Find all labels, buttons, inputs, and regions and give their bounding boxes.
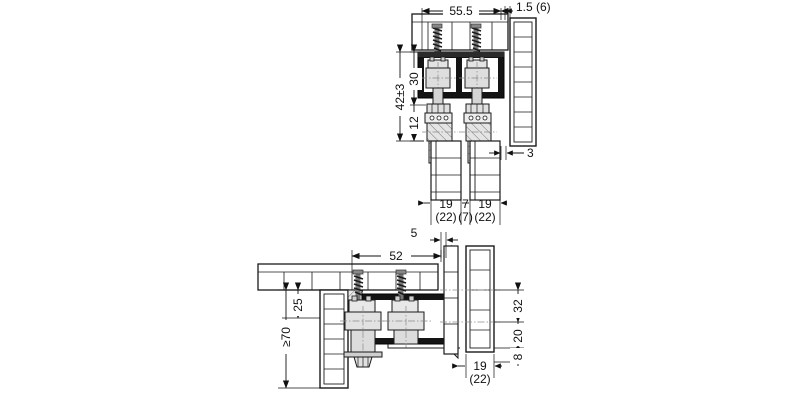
dim-top-gap: 1.5 (6) bbox=[516, 0, 551, 14]
lower-dimensions: 5 52 25 ≥70 32 20 8 bbox=[278, 226, 526, 389]
dim-bottom-panel-a: 19 bbox=[473, 359, 487, 373]
dim-right-offset: 3 bbox=[527, 146, 534, 160]
dim-panel-left-a: 19 bbox=[439, 197, 453, 211]
dim-bottom-panel-b: (22) bbox=[469, 372, 490, 386]
dim-panel-left-b: (22) bbox=[435, 210, 456, 224]
dim-lower-five: 5 bbox=[411, 226, 418, 240]
dim-vert-lower: 12 bbox=[407, 116, 421, 130]
dim-panel-mid-b: (7) bbox=[458, 210, 473, 224]
roller-carriage-right bbox=[459, 56, 497, 106]
upper-assembly bbox=[411, 13, 537, 201]
lower-assembly bbox=[257, 244, 500, 389]
shelf-panel bbox=[257, 263, 439, 291]
dim-lower-25: 25 bbox=[291, 298, 305, 312]
door-panel-front bbox=[467, 140, 501, 201]
dim-panel-right-a: 19 bbox=[478, 197, 492, 211]
dim-vert-total: 42±3 bbox=[393, 83, 407, 110]
top-carcase-panel bbox=[411, 13, 509, 51]
door-panel-lower-front bbox=[440, 245, 500, 353]
dim-right-20: 20 bbox=[511, 329, 525, 343]
bottom-guide-left bbox=[340, 295, 388, 368]
lower-screw-right bbox=[395, 269, 407, 300]
lower-screw-left bbox=[352, 269, 364, 300]
door-panel-rear bbox=[428, 140, 462, 201]
bottom-guide-right bbox=[383, 295, 460, 349]
dim-top-width: 55.5 bbox=[449, 4, 473, 18]
dim-lower-52: 52 bbox=[389, 249, 403, 263]
dim-panel-right-b: (22) bbox=[474, 210, 495, 224]
dim-lower-70: ≥70 bbox=[279, 327, 293, 347]
dim-panel-mid-a: 7 bbox=[462, 197, 469, 211]
dim-right-32: 32 bbox=[511, 299, 525, 313]
door-panel-lower-rear bbox=[443, 244, 459, 360]
side-panel-right-upper bbox=[509, 17, 537, 147]
dim-vert-upper: 30 bbox=[407, 72, 421, 86]
upper-dimensions: 55.5 1.5 (6) 42±3 30 12 3 bbox=[392, 0, 551, 225]
dim-right-8: 8 bbox=[511, 353, 525, 360]
door-hanger-right bbox=[459, 103, 497, 142]
side-panel-left-lower bbox=[319, 289, 349, 389]
